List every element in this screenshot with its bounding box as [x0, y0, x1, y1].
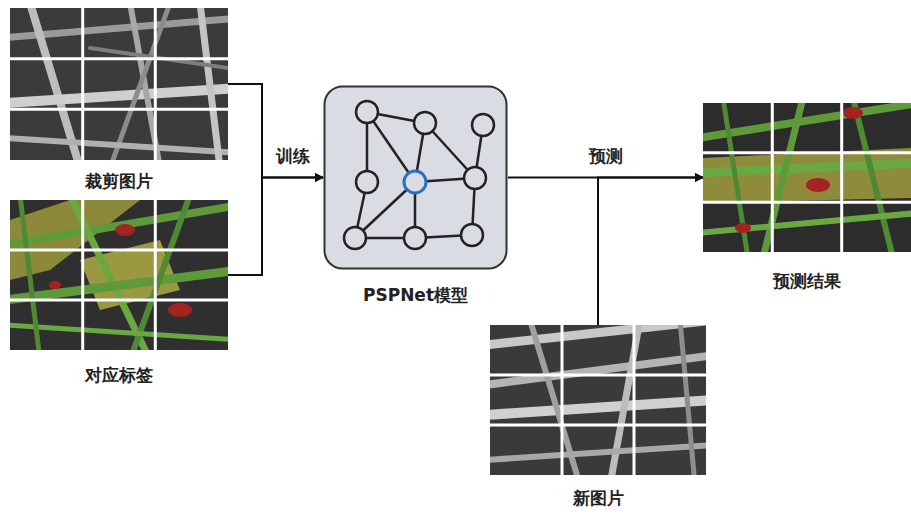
sem-image-grid — [490, 325, 706, 475]
connector — [598, 178, 703, 326]
image-grid: 新图片 — [490, 325, 706, 475]
network-icon — [323, 85, 508, 270]
caption: 新图片 — [573, 487, 624, 510]
model-box: PSPNet模型 — [323, 85, 508, 270]
sem-image-grid — [10, 8, 228, 160]
caption: PSPNet模型 — [363, 284, 468, 307]
image-grid: 对应标签 — [10, 200, 228, 350]
edge-label: 预测 — [586, 145, 626, 168]
label-image-grid — [10, 200, 228, 350]
prediction-image-grid — [703, 103, 911, 252]
connector — [228, 178, 323, 276]
image-grid: 裁剪图片 — [10, 8, 228, 160]
caption: 对应标签 — [85, 364, 153, 387]
caption: 预测结果 — [773, 270, 841, 293]
caption: 裁剪图片 — [85, 170, 153, 193]
connector — [228, 84, 323, 178]
edge-label: 训练 — [273, 145, 313, 168]
image-grid: 预测结果 — [703, 103, 911, 252]
